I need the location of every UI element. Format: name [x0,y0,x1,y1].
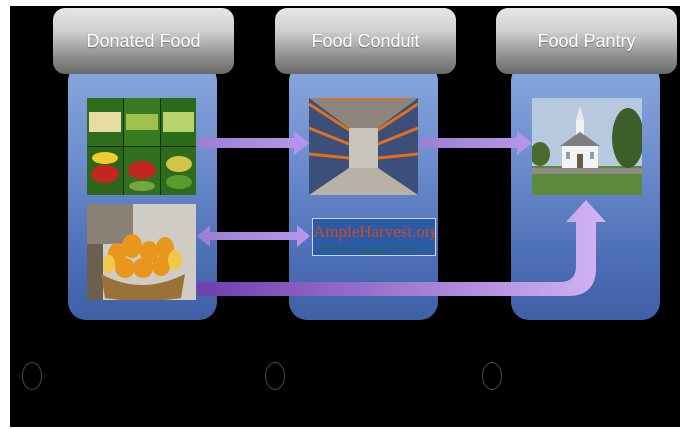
warehouse-aisle-graphic [309,98,418,195]
canned-vegetables-photo [87,98,196,195]
bullet-ring-right [482,362,502,390]
bullet-ring-left [22,362,42,390]
food-pantry-label: Food Pantry [537,30,636,51]
church-pantry-graphic [532,98,642,195]
arrow-donated-conduit-bidirectional [197,225,310,247]
ampleharvest-tagline: Ending garden food waste with Neighbor-t… [321,245,429,256]
warehouse-aisle-photo [309,98,418,195]
squash-basket-photo [87,204,196,300]
church-pantry-photo [532,98,642,195]
arrow-conduit-to-pantry [419,131,532,155]
donated-food-label: Donated Food [86,30,201,51]
bullet-ring-middle [265,362,285,390]
squash-basket-graphic [87,204,196,300]
donated-food-header: Donated Food [53,8,234,74]
food-conduit-label: Food Conduit [311,30,420,51]
arrow-donated-to-conduit [197,131,309,155]
ampleharvest-logo: AmpleHarvest.org Ending garden food wast… [312,218,436,256]
food-conduit-header: Food Conduit [275,8,456,74]
arrow-donated-to-pantry [197,200,606,296]
canned-vegetables-graphic [87,98,196,195]
food-pantry-header: Food Pantry [496,8,677,74]
ampleharvest-logo-text: AmpleHarvest.org [313,222,436,241]
